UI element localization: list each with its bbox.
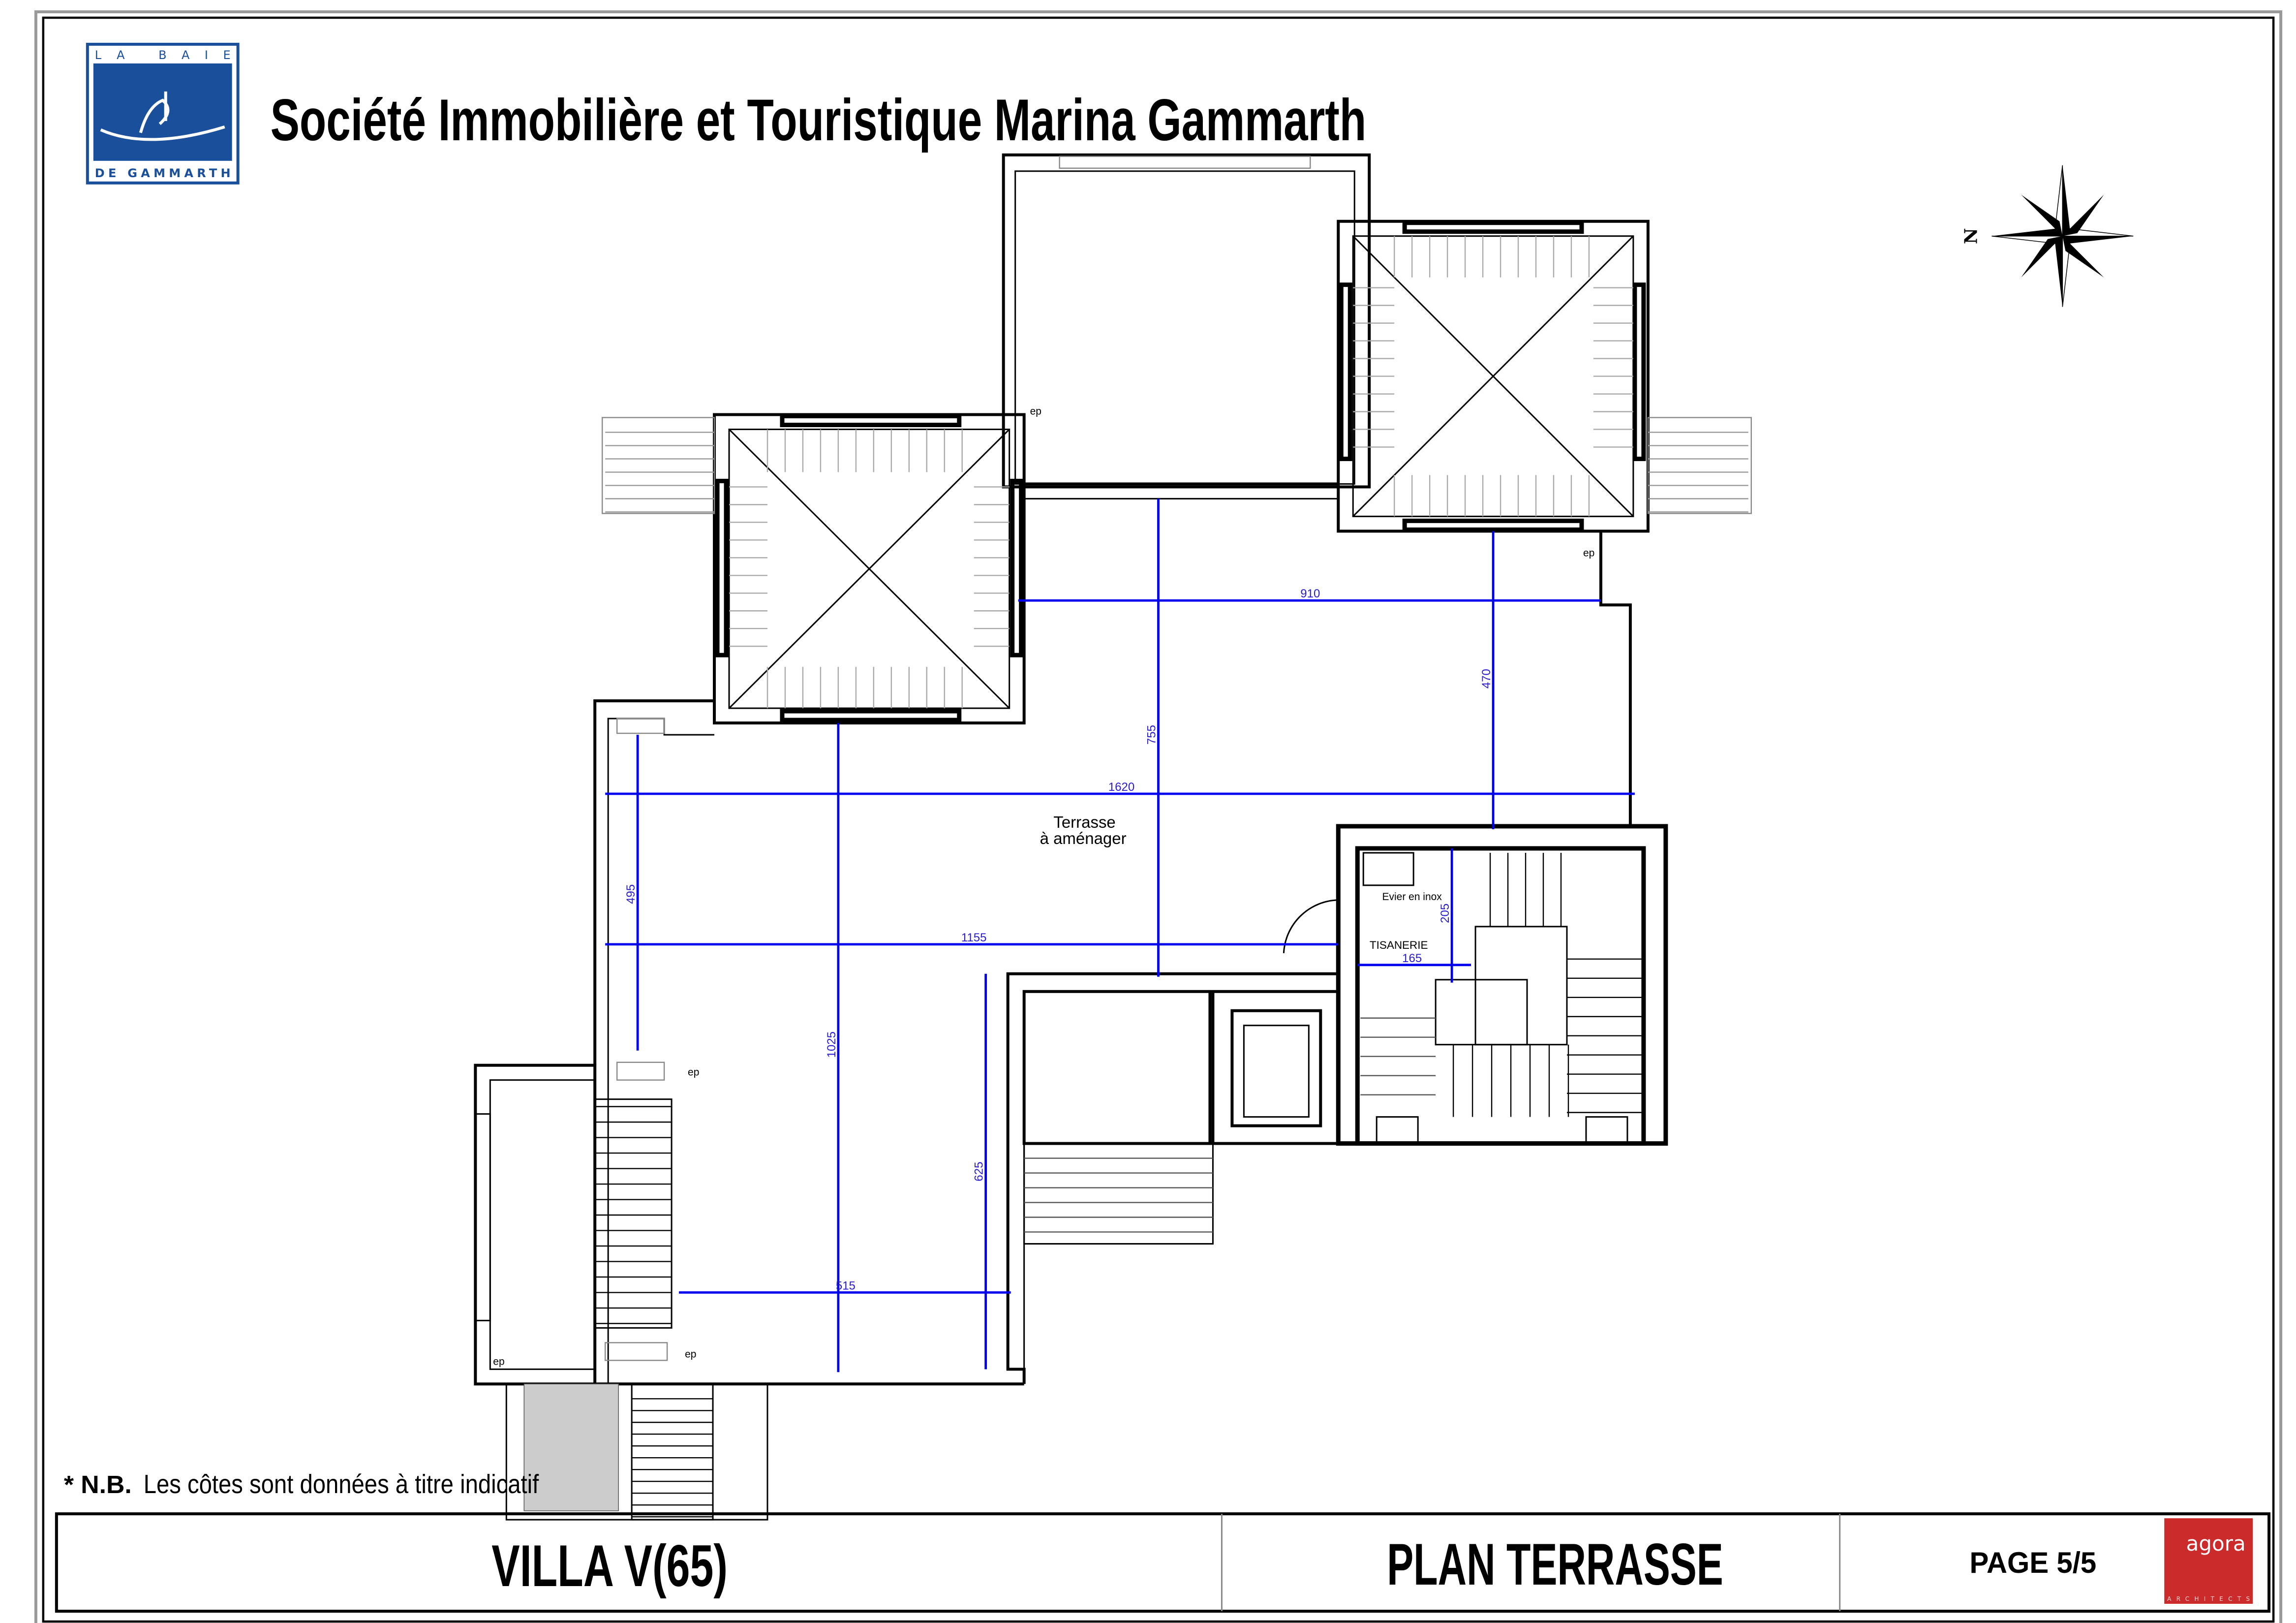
dim-1620: 1620 bbox=[1108, 780, 1134, 794]
note-text: Les côtes sont données à titre indicatif bbox=[144, 1469, 539, 1499]
drain-label: ep bbox=[685, 1348, 696, 1360]
drain-label: ep bbox=[688, 1067, 699, 1078]
sheet-inner-border bbox=[42, 16, 2275, 1623]
page-number: PAGE 5/5 bbox=[1969, 1546, 2096, 1579]
dim-625: 625 bbox=[973, 1162, 986, 1182]
sink-label: Evier en inox bbox=[1382, 891, 1442, 903]
logo-top-text: LA BAIE bbox=[95, 48, 231, 62]
dim-1025: 1025 bbox=[825, 1031, 838, 1058]
dim-205: 205 bbox=[1439, 904, 1452, 923]
logo-calligraphy-icon bbox=[100, 91, 225, 141]
stair-treads bbox=[595, 236, 1748, 1518]
drain-label: ep bbox=[1583, 547, 1594, 559]
agora-logo-name: agora bbox=[2186, 1531, 2246, 1556]
note-prefix: * N.B. bbox=[64, 1470, 132, 1498]
terrace-label-line1: Terrasse bbox=[1053, 813, 1115, 831]
dim-910: 910 bbox=[1300, 587, 1320, 600]
drain-label: ep bbox=[1030, 406, 1041, 417]
plan-walls bbox=[474, 153, 1752, 1521]
dim-515: 515 bbox=[836, 1279, 856, 1292]
villa-title: VILLA V(65) bbox=[491, 1533, 728, 1599]
plan-title: PLAN TERRASSE bbox=[1387, 1531, 1723, 1597]
north-compass-icon bbox=[1991, 165, 2134, 307]
title-block bbox=[55, 1512, 2271, 1613]
north-label: N bbox=[1960, 228, 1981, 244]
dimension-lines bbox=[605, 499, 1635, 1373]
tisanerie-label: TISANERIE bbox=[1370, 939, 1428, 951]
sheet-outer-border bbox=[34, 10, 2283, 1623]
terrace-label-line2: à aménager bbox=[1040, 829, 1127, 847]
dim-1155: 1155 bbox=[961, 931, 987, 944]
drain-label: ep bbox=[493, 1356, 504, 1367]
company-title: Société Immobilière et Touristique Marin… bbox=[271, 87, 1367, 153]
dim-755: 755 bbox=[1145, 725, 1158, 745]
logo-bottom-text: DE GAMMARTH bbox=[95, 166, 231, 180]
dim-165: 165 bbox=[1402, 952, 1422, 965]
dim-470: 470 bbox=[1480, 669, 1493, 688]
agora-architects-logo: agora ARCHITECTS bbox=[2164, 1518, 2253, 1604]
dim-495: 495 bbox=[624, 884, 638, 904]
la-baie-de-gammarth-logo: LA BAIE DE GAMMARTH bbox=[86, 42, 240, 185]
